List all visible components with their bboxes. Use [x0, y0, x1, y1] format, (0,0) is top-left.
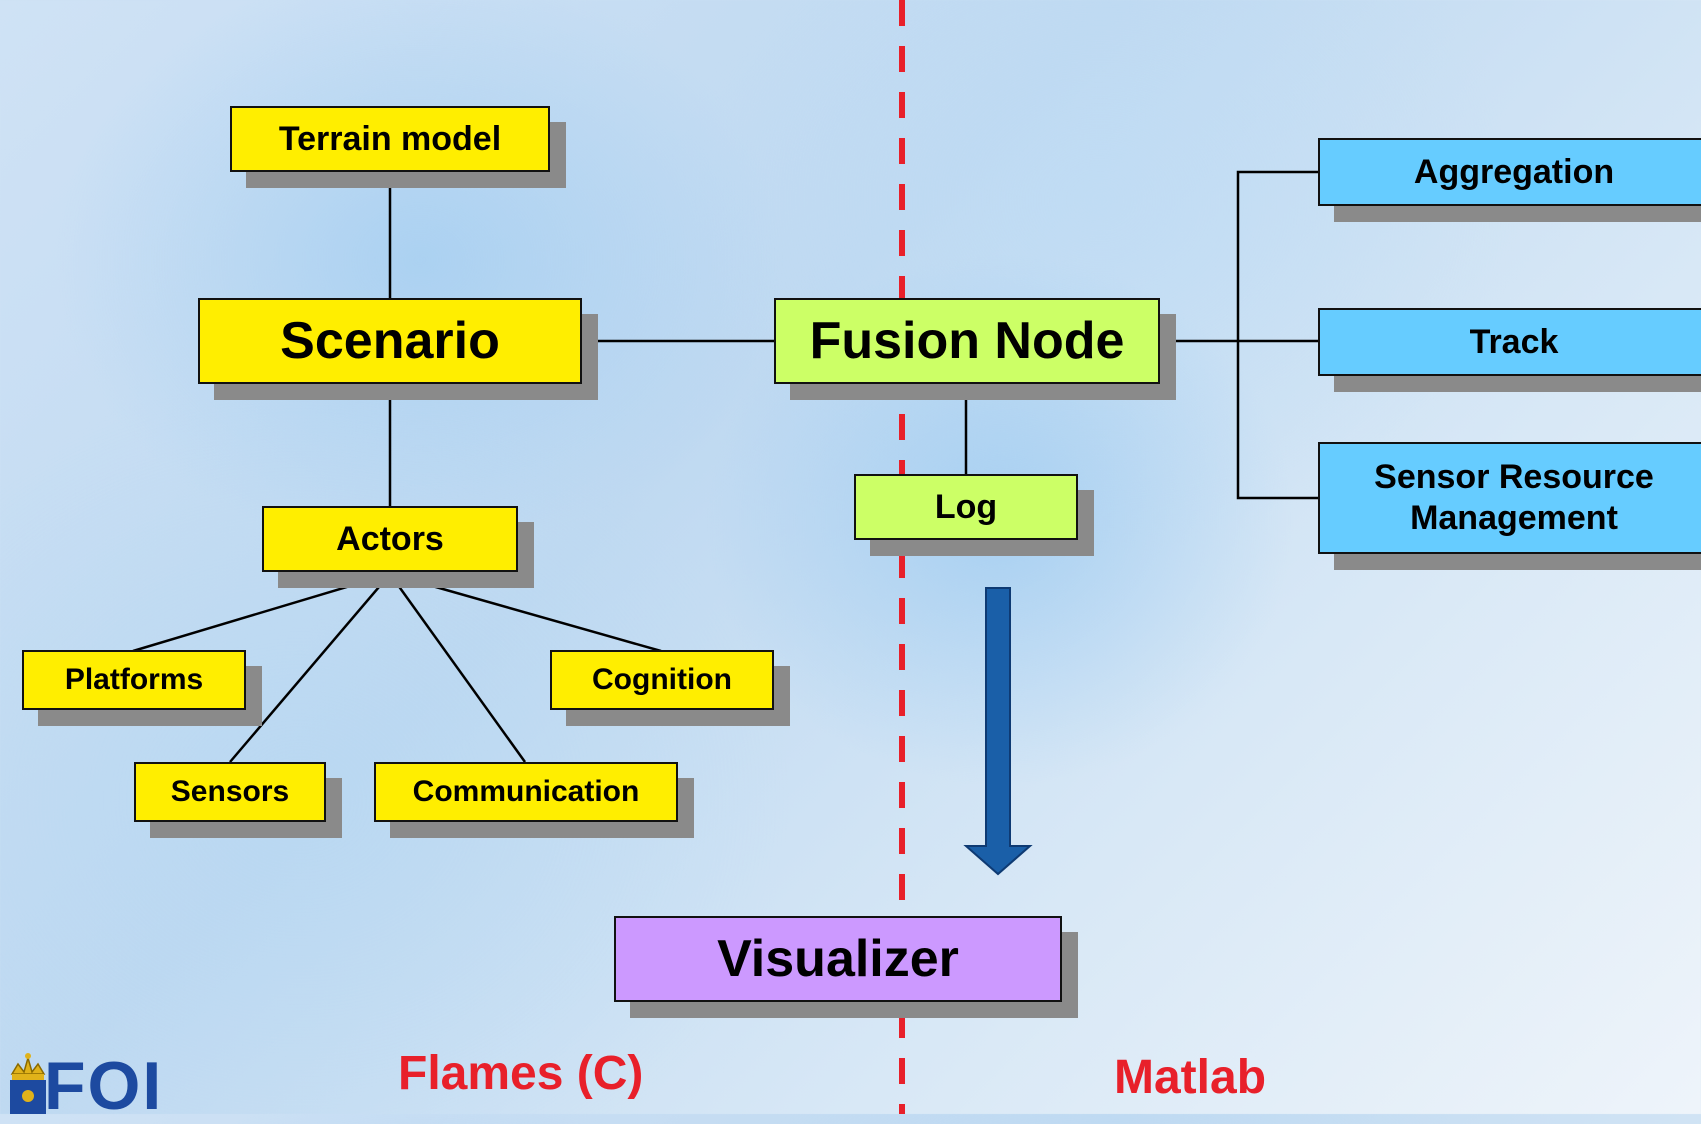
actors-node: Actors — [262, 506, 518, 572]
zone-label-right: Matlab — [1114, 1051, 1267, 1104]
platforms-node: Platforms — [22, 650, 246, 710]
connector-actors-platforms — [132, 572, 391, 653]
connector-actors-cognition — [389, 572, 662, 653]
aggregation-node: Aggregation — [1318, 138, 1701, 206]
visualizer-node: Visualizer — [614, 916, 1062, 1002]
flow-arrow — [963, 587, 1033, 876]
crown-crest-icon — [10, 1053, 46, 1114]
foi-logo: FOI — [44, 1048, 164, 1124]
scenario-node: Scenario — [198, 298, 582, 384]
connector-bus — [1236, 170, 1318, 500]
sensors-node: Sensors — [134, 762, 326, 822]
terrain-model-node: Terrain model — [230, 106, 550, 172]
fusion-node: Fusion Node — [774, 298, 1160, 384]
cognition-node: Cognition — [550, 650, 774, 710]
zone-label-left: Flames (C) — [398, 1047, 644, 1100]
track-node: Track — [1318, 308, 1701, 376]
communication-node: Communication — [374, 762, 678, 822]
connector-actors-sensors — [229, 573, 391, 763]
sensor-resource-management-node: Sensor Resource Management — [1318, 442, 1701, 554]
log-node: Log — [854, 474, 1078, 540]
connector-actors-communication — [388, 573, 527, 763]
